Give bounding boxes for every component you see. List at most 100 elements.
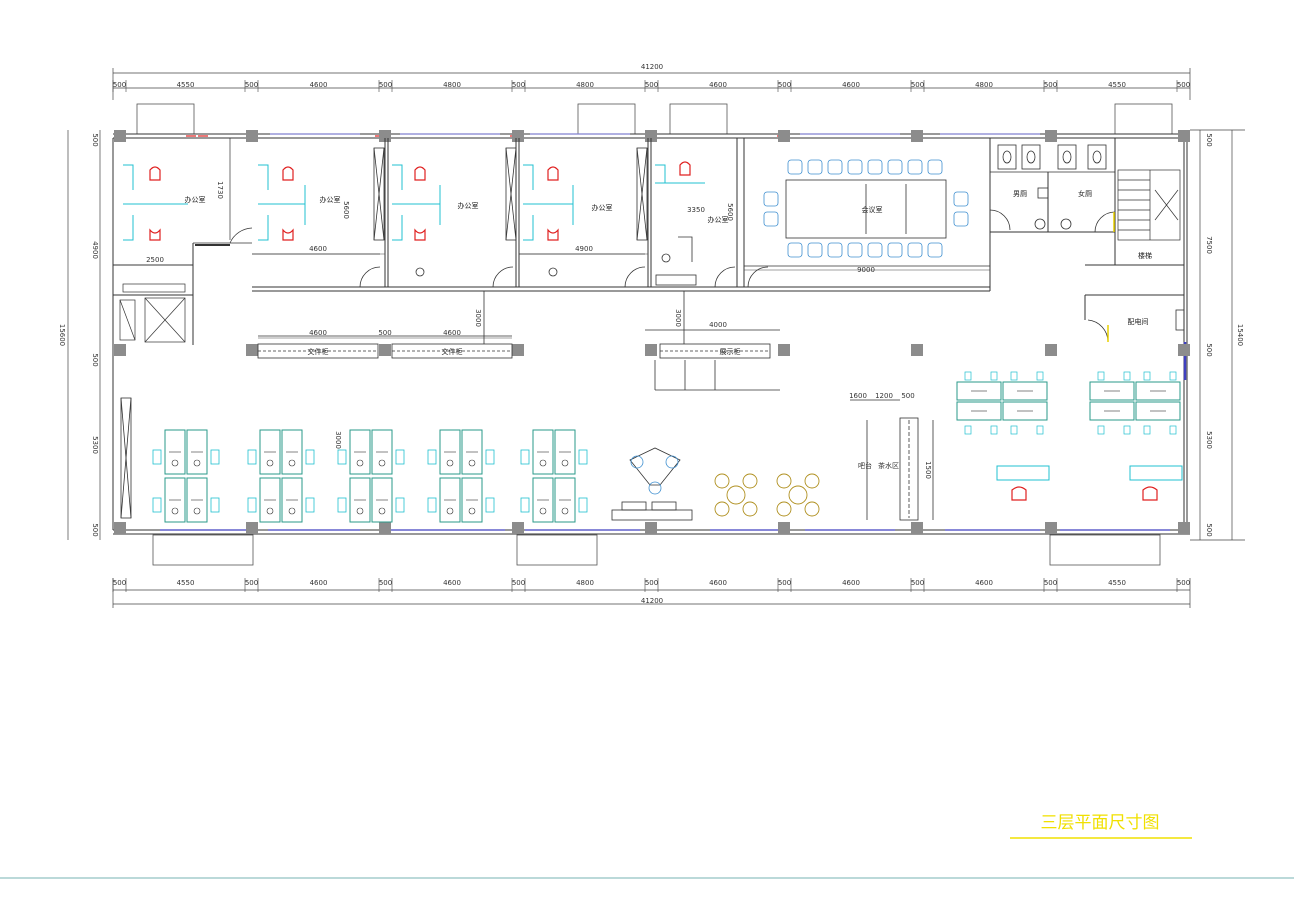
column <box>645 344 657 356</box>
bottom-dims-label: 4550 <box>1108 579 1126 587</box>
side-chair <box>520 449 530 465</box>
round-chair <box>742 473 758 489</box>
desk-chair <box>378 459 386 467</box>
column <box>1178 344 1190 356</box>
column <box>246 522 258 534</box>
cluster-chair <box>1169 371 1177 381</box>
desk <box>164 477 186 523</box>
right-cluster <box>956 371 1048 435</box>
cluster-chair <box>1010 425 1018 435</box>
desk <box>259 429 281 475</box>
desk <box>554 429 576 475</box>
workstation-block <box>337 429 405 523</box>
right-workstation-clusters <box>956 371 1181 435</box>
cluster-chair <box>1123 425 1131 435</box>
top-dims-label: 4600 <box>709 81 727 89</box>
round-chair <box>804 501 820 517</box>
top-dims-label: 500 <box>1044 81 1057 89</box>
round-chair <box>742 501 758 517</box>
office-5-furniture <box>636 147 736 288</box>
dim-500b: 500 <box>901 392 914 400</box>
power-room-label: 配电间 <box>1128 317 1149 326</box>
cluster-chair <box>990 371 998 381</box>
meeting-chair <box>787 159 803 175</box>
meeting-chair <box>867 159 883 175</box>
cluster-desk <box>1089 381 1135 401</box>
overall-width-bottom: 41200 <box>641 597 663 605</box>
meeting-chair <box>907 159 923 175</box>
top-dims-label: 4800 <box>576 81 594 89</box>
cluster-chair <box>1097 371 1105 381</box>
desk <box>532 429 554 475</box>
female-toilet-label: 女厕 <box>1078 189 1092 198</box>
dim-4600c: 4600 <box>443 329 461 337</box>
top-dims-label: 500 <box>245 81 258 89</box>
bar-water-area <box>850 399 934 521</box>
meeting-chair <box>867 242 883 258</box>
meeting-chair <box>827 159 843 175</box>
bottom-dims-label: 4550 <box>177 579 195 587</box>
left-dims-label: 500 <box>91 523 99 536</box>
desk-chair <box>468 507 476 515</box>
office-5-label: 办公室 <box>708 215 729 224</box>
cluster-chair <box>1036 425 1044 435</box>
right-dims-label: 500 <box>1205 523 1213 536</box>
left-dims-label: 4900 <box>91 241 99 259</box>
office-2-label: 办公室 <box>320 195 341 204</box>
desk <box>371 477 393 523</box>
office-1-furniture <box>123 164 188 241</box>
bottom-dims-label: 500 <box>245 579 258 587</box>
meeting-room-label: 会议室 <box>862 205 883 214</box>
cluster-desk <box>1135 381 1181 401</box>
meeting-chair <box>787 242 803 258</box>
round-tables <box>714 473 820 517</box>
side-chair <box>152 449 162 465</box>
meeting-chair <box>763 211 779 227</box>
round-table <box>788 485 808 505</box>
cluster-desk <box>1002 401 1048 421</box>
bottom-dims-label: 500 <box>512 579 525 587</box>
side-chair <box>485 497 495 513</box>
desk-chair <box>288 459 296 467</box>
cluster-chair <box>1123 371 1131 381</box>
desk-chair <box>266 507 274 515</box>
top-dims-label: 4550 <box>1108 81 1126 89</box>
top-dims-label: 500 <box>512 81 525 89</box>
dim-4900: 4900 <box>575 245 593 253</box>
dim-5600b: 5600 <box>726 203 734 221</box>
column <box>512 344 524 356</box>
round-table-set <box>776 473 820 517</box>
cluster-chair <box>1169 425 1177 435</box>
desk-chair <box>539 507 547 515</box>
corridor-cabinets <box>257 291 780 391</box>
round-chair <box>804 473 820 489</box>
side-chair <box>578 497 588 513</box>
column <box>512 130 524 142</box>
left-dims-label: 500 <box>91 353 99 366</box>
top-dims-label: 500 <box>778 81 791 89</box>
workstation-block <box>520 429 588 523</box>
interior-walls <box>113 138 1184 345</box>
right-dims-label: 500 <box>1205 133 1213 146</box>
desk-chair <box>266 459 274 467</box>
office-3-furniture <box>359 147 517 288</box>
stair <box>1117 169 1181 241</box>
desk <box>259 477 281 523</box>
top-dims-label: 4550 <box>177 81 195 89</box>
desk-chair <box>378 507 386 515</box>
column <box>1178 522 1190 534</box>
workstation-block <box>152 429 220 523</box>
bottom-dims-label: 500 <box>1044 579 1057 587</box>
desk <box>186 429 208 475</box>
side-chair <box>247 497 257 513</box>
bottom-dims-label: 4600 <box>443 579 461 587</box>
meeting-chair <box>807 242 823 258</box>
stair-label: 楼梯 <box>1138 251 1152 260</box>
dim-3350: 3350 <box>687 206 705 214</box>
left-wall-shelf <box>120 397 132 519</box>
bar-label: 吧台 <box>858 461 872 470</box>
left-shaft <box>119 283 186 343</box>
side-chair <box>247 449 257 465</box>
